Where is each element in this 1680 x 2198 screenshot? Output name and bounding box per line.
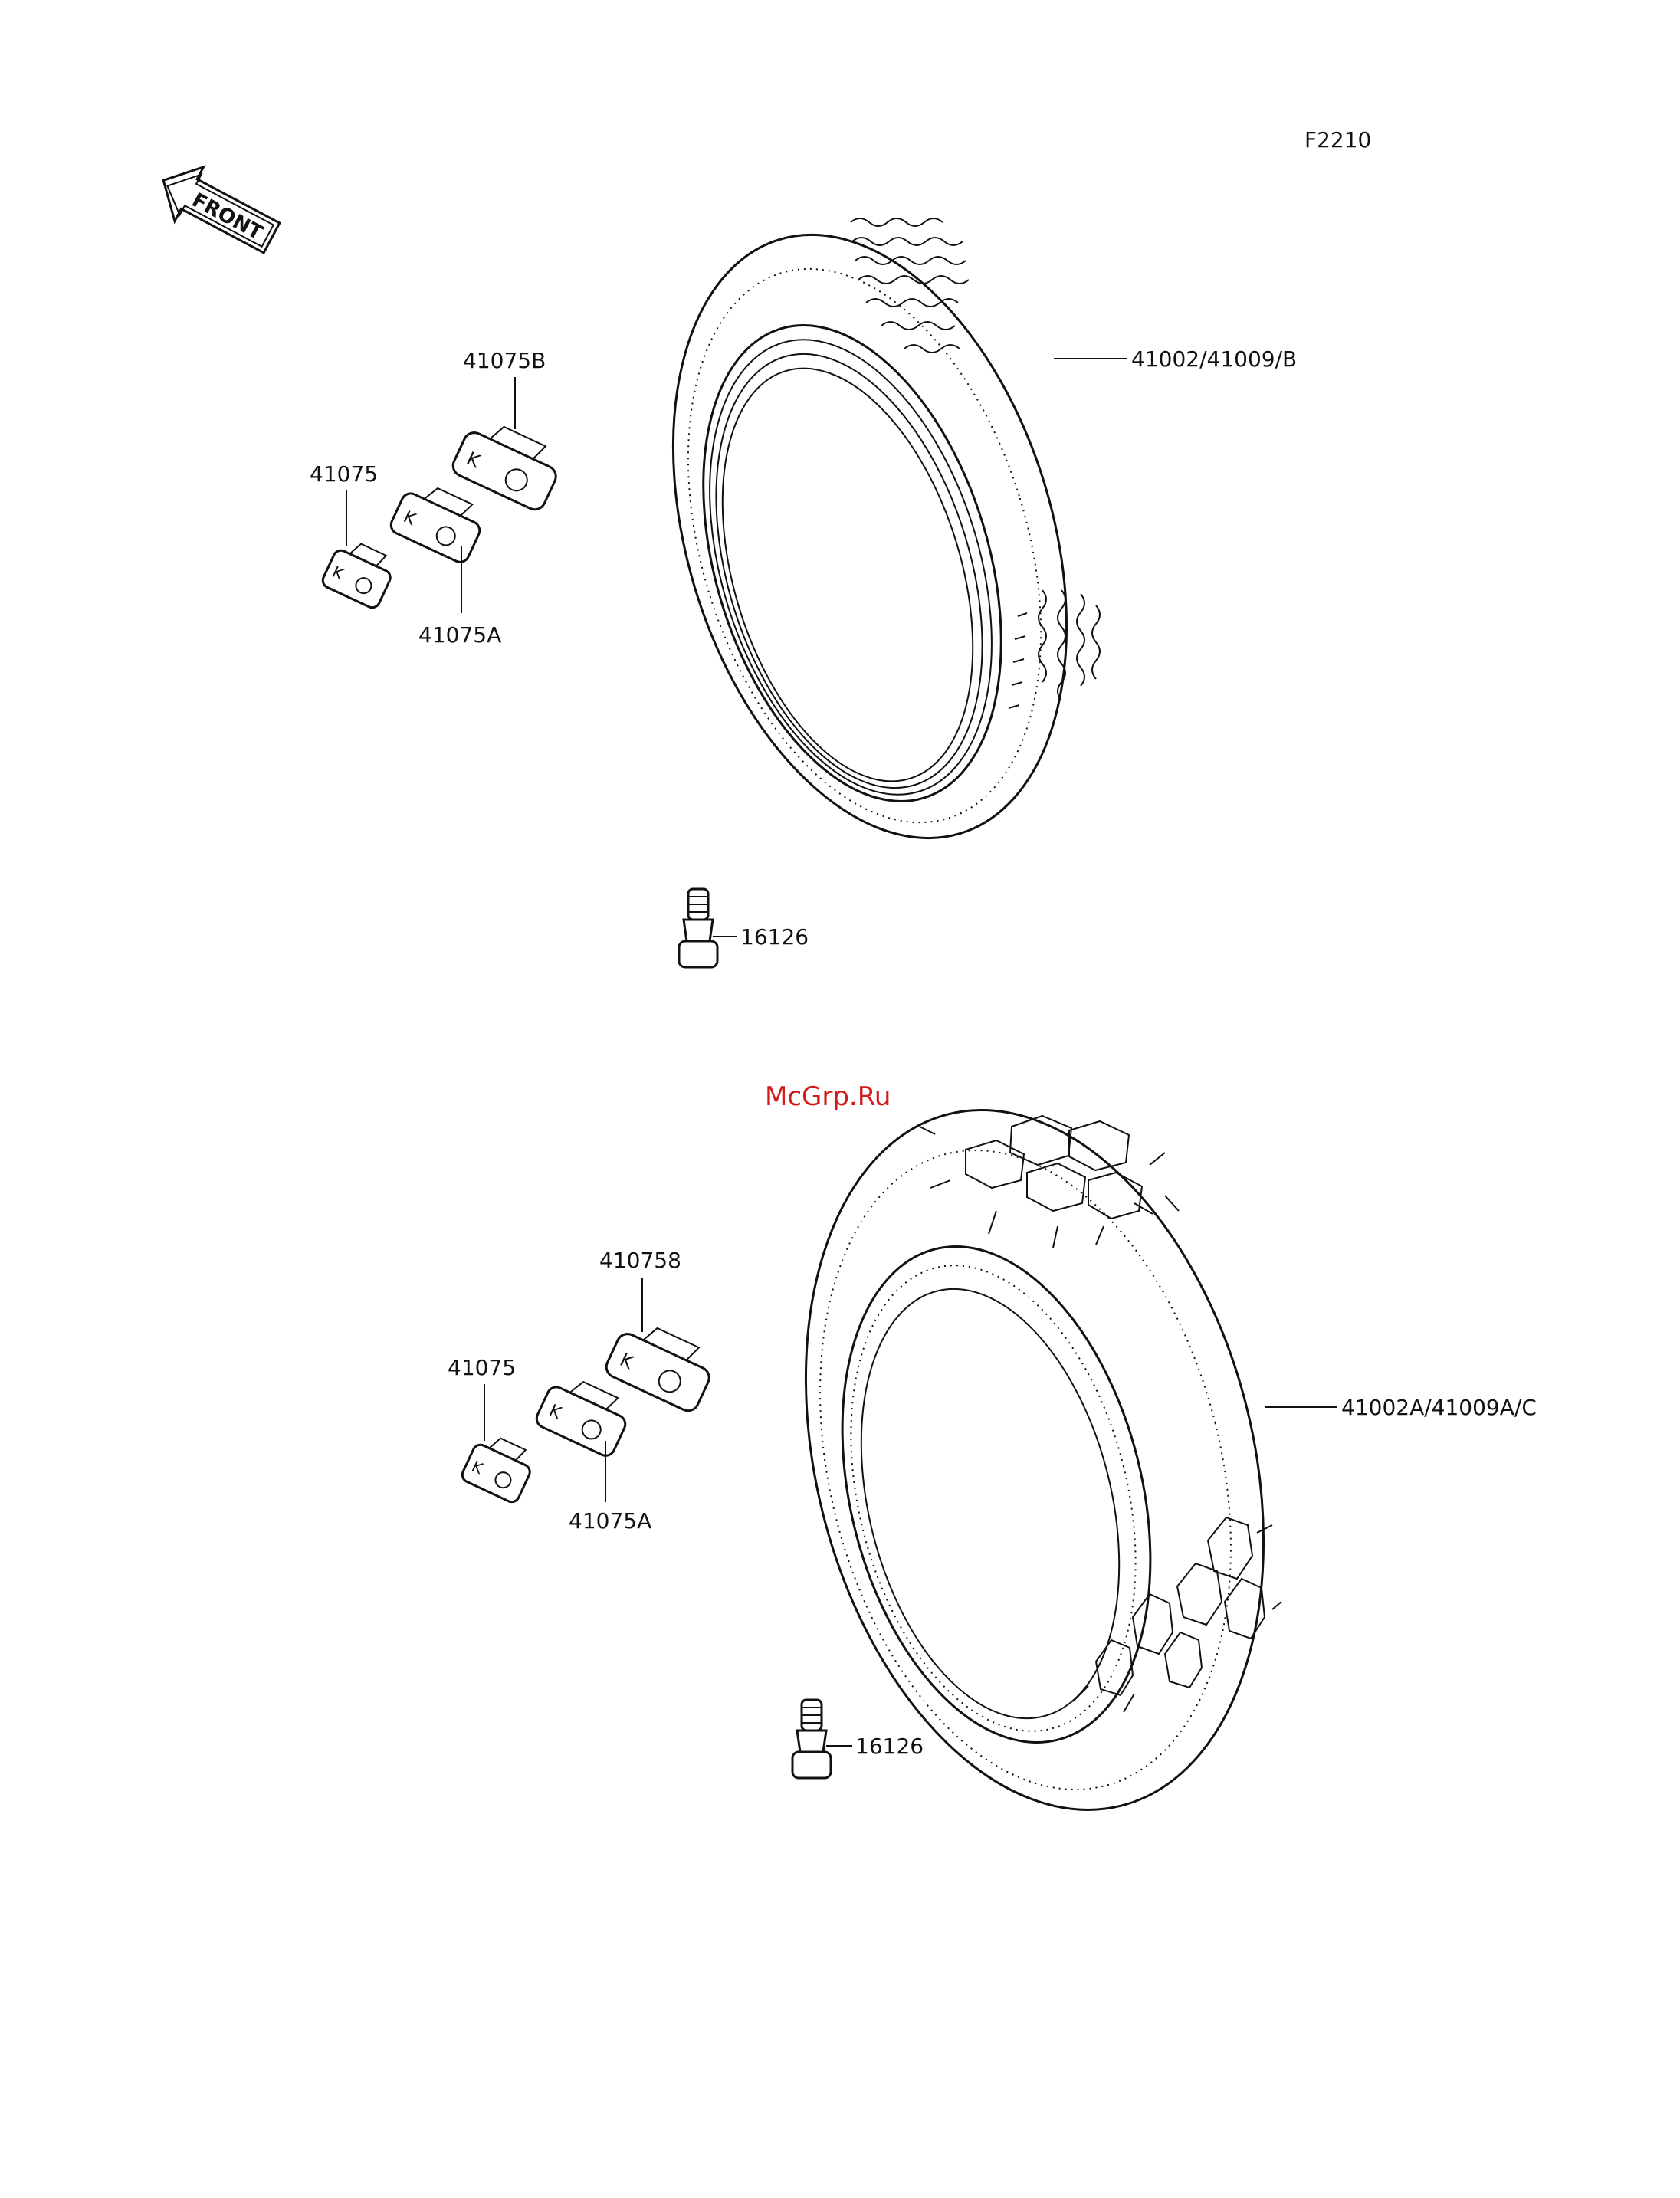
top-weight-a: K bbox=[388, 477, 489, 565]
svg-text:K: K bbox=[546, 1401, 564, 1423]
top-weight-b: K bbox=[450, 414, 566, 513]
bottom-tire-tread-upper bbox=[920, 1116, 1179, 1248]
top-weight-a-label: 41075A bbox=[418, 622, 501, 648]
bottom-weight-label: 41075 bbox=[448, 1355, 516, 1380]
top-weight-b-label: 41075B bbox=[463, 348, 546, 373]
svg-text:K: K bbox=[616, 1349, 637, 1374]
bottom-valve-label: 16126 bbox=[855, 1734, 924, 1759]
top-weight-label: 41075 bbox=[310, 461, 378, 487]
top-tire-tread-upper bbox=[851, 218, 969, 353]
top-tire-label: 41002/41009/B bbox=[1131, 346, 1297, 372]
bottom-valve-icon bbox=[792, 1700, 831, 1778]
watermark: McGrp.Ru bbox=[765, 1081, 891, 1112]
bottom-tire-label: 41002A/41009A/C bbox=[1341, 1395, 1537, 1420]
svg-text:K: K bbox=[463, 448, 484, 473]
top-valve-label: 16126 bbox=[740, 924, 809, 950]
svg-text:K: K bbox=[330, 563, 347, 584]
bottom-weight-a: K bbox=[533, 1370, 635, 1458]
top-assembly: 41002/41009/B K K K 41075B 41075 41075A bbox=[310, 186, 1297, 967]
figure-code: F2210 bbox=[1304, 127, 1371, 153]
bottom-weight-a-label: 41075A bbox=[569, 1508, 651, 1534]
top-tire bbox=[605, 186, 1135, 887]
svg-text:K: K bbox=[469, 1457, 487, 1478]
bottom-weight-b: K bbox=[603, 1315, 720, 1414]
front-label: FRONT bbox=[188, 189, 266, 244]
bottom-tire-tread-lower bbox=[1073, 1517, 1281, 1712]
top-valve-icon bbox=[679, 889, 717, 967]
svg-text:K: K bbox=[400, 507, 418, 530]
bottom-weight: K bbox=[460, 1430, 538, 1504]
front-arrow-icon: FRONT bbox=[149, 153, 286, 265]
bottom-assembly: 41002A/41009A/C K K K 410758 41075 41075… bbox=[448, 1061, 1537, 1858]
top-weight: K bbox=[320, 536, 399, 610]
bottom-weight-b-label: 410758 bbox=[599, 1248, 681, 1273]
top-tire-tread-lower bbox=[1009, 590, 1100, 708]
